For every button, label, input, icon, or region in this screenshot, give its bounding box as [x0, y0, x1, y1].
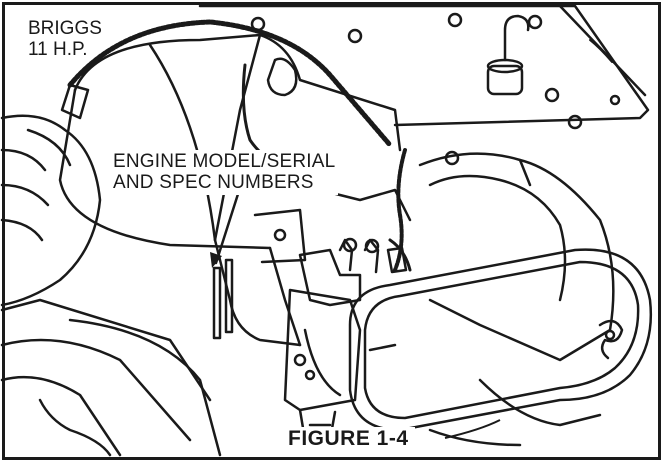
callout-line2: AND SPEC NUMBERS: [113, 172, 314, 194]
governor-bracket: [298, 248, 362, 307]
hand: [0, 114, 102, 307]
bolt-icon: [447, 12, 463, 28]
bolt-icon: [567, 114, 583, 130]
spec-plate: [212, 266, 222, 340]
figure-caption: FIGURE 1-4: [282, 427, 415, 451]
callout-arrowhead: [210, 252, 222, 268]
callout-label: ENGINE MODEL/SERIAL AND SPEC NUMBERS: [110, 150, 339, 195]
carburetor: [283, 288, 362, 412]
engine-label-line2: 11 H.P.: [28, 39, 88, 61]
bolt-icon: [527, 14, 543, 30]
air-cleaner: [418, 152, 615, 362]
bolt-icon: [544, 87, 560, 103]
callout-arrow: [214, 192, 240, 265]
bolt-icon: [609, 94, 621, 106]
braided-cable: [67, 19, 393, 148]
figure-border: [2, 2, 661, 460]
engine-label-line1: BRIGGS: [28, 18, 102, 39]
engine-shroud: [73, 33, 402, 152]
wing-nut-icon: [598, 319, 624, 360]
oil-cap: [486, 64, 524, 96]
bolt-icon: [347, 28, 363, 44]
callout-line1: ENGINE MODEL/SERIAL: [113, 151, 336, 172]
engine-label: BRIGGS 11 H.P.: [28, 18, 102, 61]
deck-plate: [198, 4, 650, 127]
cylinder-block: [213, 238, 302, 347]
caption-leader: [444, 419, 501, 439]
